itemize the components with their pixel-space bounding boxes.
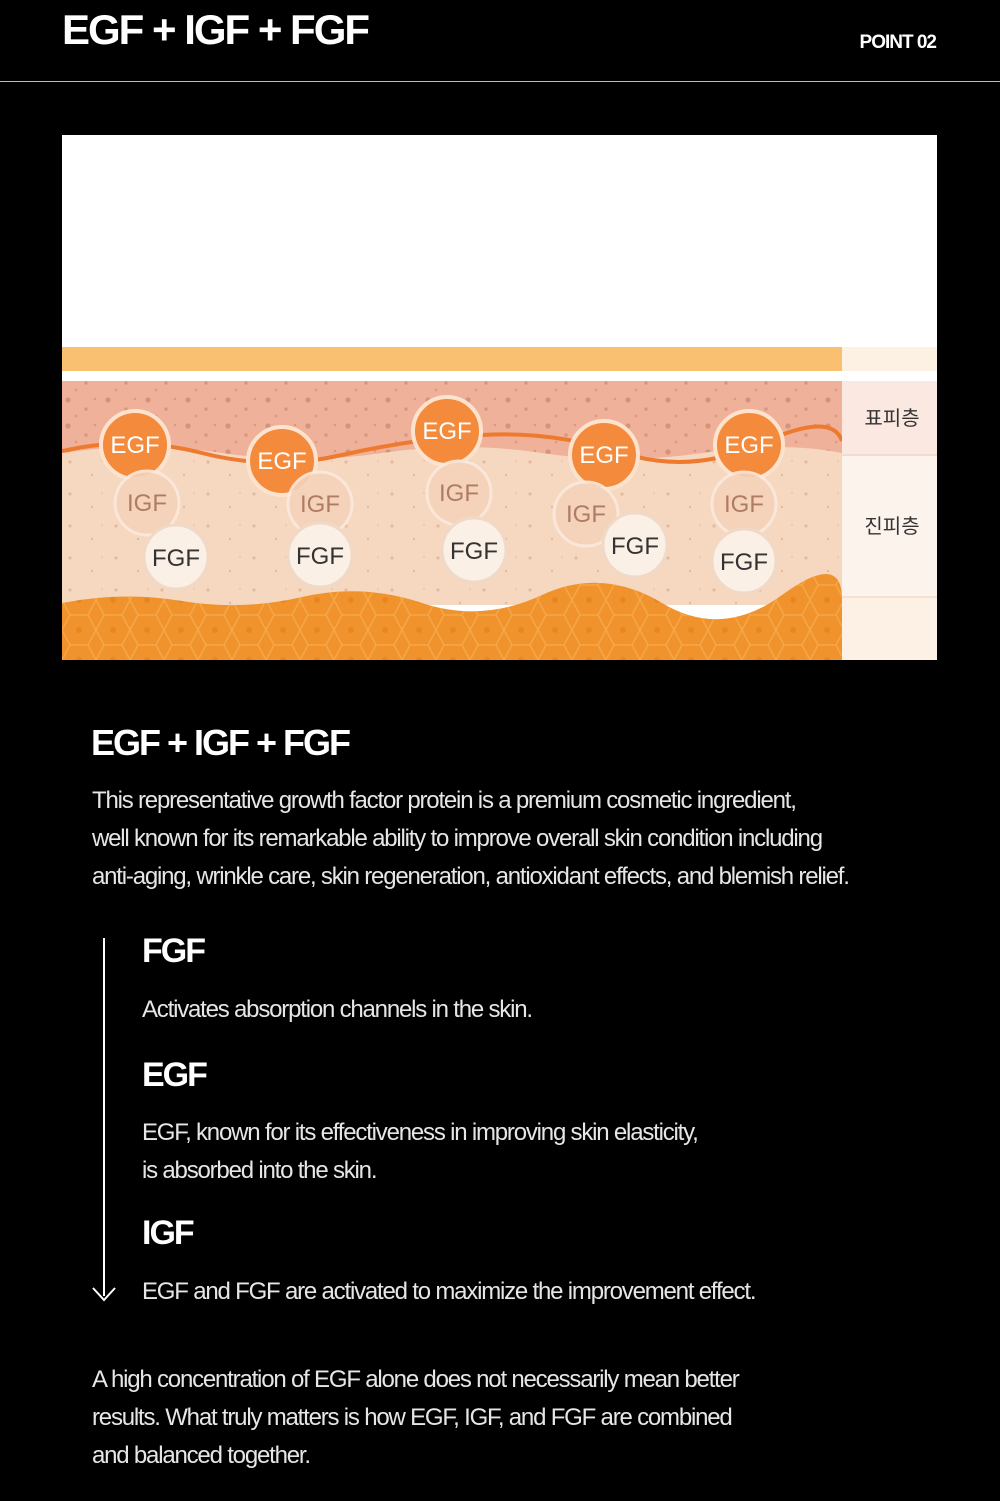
egf-label: EGF xyxy=(257,448,306,475)
intro-paragraph: This representative growth factor protei… xyxy=(92,782,972,896)
igf-label: IGF xyxy=(300,491,340,518)
molecule-group-2: EGF IGF FGF xyxy=(246,425,354,589)
igf-label: IGF xyxy=(127,490,167,517)
egf-label: EGF xyxy=(110,432,159,459)
page-header: EGF + IGF + FGF POINT 02 xyxy=(0,0,1000,82)
molecule-group-1: EGF IGF FGF xyxy=(99,409,210,591)
igf-label: IGF xyxy=(439,480,479,507)
section-title: EGF + IGF + FGF xyxy=(91,722,351,763)
molecule-group-3: EGF IGF FGF xyxy=(411,395,508,584)
molecule-group-4: EGF IGF FGF xyxy=(552,419,669,579)
igf-label: IGF xyxy=(724,491,764,518)
fgf-label: FGF xyxy=(296,543,344,570)
step-desc-egf: is absorbed into the skin. xyxy=(142,1157,377,1184)
epidermis-label-bg xyxy=(842,381,937,455)
skin-layer-diagram: 표피층 진피층 EGF IGF FGF EGF IGF FGF EGF IGF xyxy=(62,347,937,660)
dermis-label-bg xyxy=(842,455,937,597)
step-title-egf: EGF xyxy=(142,1056,208,1094)
outro-paragraph: A high concentration of EGF alone does n… xyxy=(92,1361,972,1475)
intro-line: This representative growth factor protei… xyxy=(92,787,797,814)
intro-line: anti-aging, wrinkle care, skin regenerat… xyxy=(92,863,850,890)
egf-label: EGF xyxy=(724,432,773,459)
arrow-down-icon xyxy=(92,1287,116,1302)
step-desc-egf: EGF, known for its effectiveness in impr… xyxy=(142,1119,699,1146)
step-desc-igf: EGF and FGF are activated to maximize th… xyxy=(142,1278,756,1305)
step-desc-fgf: Activates absorption channels in the ski… xyxy=(142,996,533,1023)
fgf-label: FGF xyxy=(720,549,768,576)
top-band xyxy=(62,347,842,371)
step-title-igf: IGF xyxy=(142,1214,195,1252)
igf-label: IGF xyxy=(566,501,606,528)
step-title-fgf: FGF xyxy=(142,932,206,970)
subcutaneous-label-bg xyxy=(842,597,937,660)
intro-line: well known for its remarkable ability to… xyxy=(92,825,823,852)
fgf-label: FGF xyxy=(152,545,200,572)
egf-label: EGF xyxy=(579,442,628,469)
point-label: POINT 02 xyxy=(859,32,937,53)
fgf-label: FGF xyxy=(450,538,498,565)
header-title: EGF + IGF + FGF xyxy=(62,6,370,53)
outro-line: A high concentration of EGF alone does n… xyxy=(92,1366,740,1393)
egf-label: EGF xyxy=(422,418,471,445)
flow-line xyxy=(103,938,105,1296)
outro-line: and balanced together. xyxy=(92,1442,311,1469)
dermis-label: 진피층 xyxy=(864,514,919,538)
fgf-label: FGF xyxy=(611,533,659,560)
outro-line: results. What truly matters is how EGF, … xyxy=(92,1404,733,1431)
epidermis-label: 표피층 xyxy=(864,406,919,430)
skin-layer-illustration: 표피층 진피층 EGF IGF FGF EGF IGF FGF EGF IGF xyxy=(62,135,937,660)
molecule-group-5: EGF IGF FGF xyxy=(710,409,785,595)
top-band-label-area xyxy=(842,347,937,371)
